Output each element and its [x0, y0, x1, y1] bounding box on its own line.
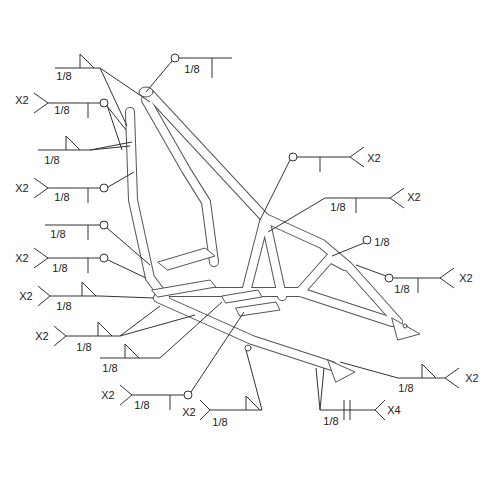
quantity-note: X2 [14, 252, 29, 264]
weld-size: 1/8 [75, 341, 92, 353]
weld-size: 1/8 [51, 262, 68, 274]
quantity-note: X2 [14, 94, 29, 106]
weld-size: 1/8 [397, 382, 414, 394]
frame-tube-fill [130, 92, 398, 366]
weld-size: 1/8 [43, 154, 60, 166]
quantity-note: X2 [18, 290, 33, 302]
quantity-note: X2 [181, 406, 196, 418]
weld-size: 1/8 [329, 201, 346, 213]
quantity-note: X4 [386, 404, 401, 416]
foot-plate [152, 248, 420, 382]
quantity-note: X2 [458, 272, 473, 284]
quantity-note: X2 [34, 330, 49, 342]
quantity-note: X2 [100, 389, 115, 401]
quantity-note: X2 [406, 191, 421, 203]
weld-size: 1/8 [53, 104, 70, 116]
quantity-note: X2 [366, 152, 381, 164]
weld-symbols [34, 54, 459, 420]
weld-size: 1/8 [322, 415, 339, 427]
weld-size: 1/8 [183, 63, 200, 75]
weld-size: 1/8 [49, 228, 66, 240]
weld-size: 1/8 [373, 236, 390, 248]
weld-size: 1/8 [53, 191, 70, 203]
frame-tube-outline [130, 92, 398, 366]
weld-size: 1/8 [133, 399, 150, 411]
weld-size: 1/8 [55, 70, 72, 82]
weld-size: 1/8 [55, 300, 72, 312]
quantity-note: X2 [464, 372, 479, 384]
weld-size: 1/8 [211, 416, 228, 428]
weld-size: 1/8 [101, 362, 118, 374]
quantity-note: X2 [14, 182, 29, 194]
weld-size: 1/8 [393, 283, 410, 295]
